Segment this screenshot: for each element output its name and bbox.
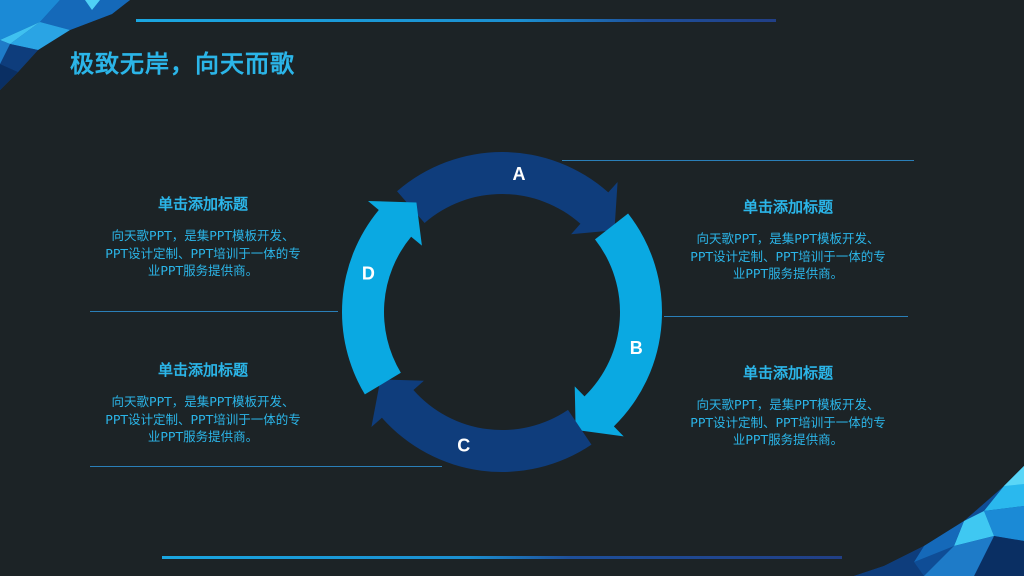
cycle-segment-c xyxy=(371,379,592,473)
text-block-body: 向天歌PPT，是集PPT模板开发、PPT设计定制、PPT培训于一体的专业PPT服… xyxy=(105,394,301,444)
top-accent-bar xyxy=(136,19,776,22)
cycle-label-b: B xyxy=(630,338,643,358)
divider-line xyxy=(90,466,442,467)
text-block-body: 向天歌PPT，是集PPT模板开发、PPT设计定制、PPT培训于一体的专业PPT服… xyxy=(690,397,886,447)
text-block: 单击添加标题 向天歌PPT，是集PPT模板开发、PPT设计定制、PPT培训于一体… xyxy=(78,193,328,280)
corner-polygon-decoration xyxy=(0,0,130,90)
cycle-label-d: D xyxy=(362,264,375,284)
text-block-heading: 单击添加标题 xyxy=(742,198,833,216)
divider-line xyxy=(562,160,914,161)
corner-polygon-decoration xyxy=(854,466,1024,576)
cycle-label-c: C xyxy=(457,436,470,456)
text-block-body: 向天歌PPT，是集PPT模板开发、PPT设计定制、PPT培训于一体的专业PPT服… xyxy=(105,228,301,278)
text-block: 单击添加标题 向天歌PPT，是集PPT模板开发、PPT设计定制、PPT培训于一体… xyxy=(663,362,913,449)
text-block-heading: 单击添加标题 xyxy=(742,364,833,382)
bottom-accent-bar xyxy=(162,556,842,559)
divider-line xyxy=(90,311,338,312)
text-block: 单击添加标题 向天歌PPT，是集PPT模板开发、PPT设计定制、PPT培训于一体… xyxy=(78,359,328,446)
cycle-diagram: A B C D xyxy=(341,152,663,473)
page-title: 极致无岸，向天而歌 xyxy=(70,50,295,78)
cycle-segment-a xyxy=(397,152,618,235)
text-block: 单击添加标题 向天歌PPT，是集PPT模板开发、PPT设计定制、PPT培训于一体… xyxy=(663,196,913,283)
cycle-segment-d xyxy=(341,201,422,395)
cycle-segment-b xyxy=(574,213,663,437)
divider-line xyxy=(664,316,908,317)
cycle-label-a: A xyxy=(512,164,525,184)
text-block-body: 向天歌PPT，是集PPT模板开发、PPT设计定制、PPT培训于一体的专业PPT服… xyxy=(690,231,886,281)
text-block-heading: 单击添加标题 xyxy=(157,361,248,379)
text-block-heading: 单击添加标题 xyxy=(157,195,248,213)
